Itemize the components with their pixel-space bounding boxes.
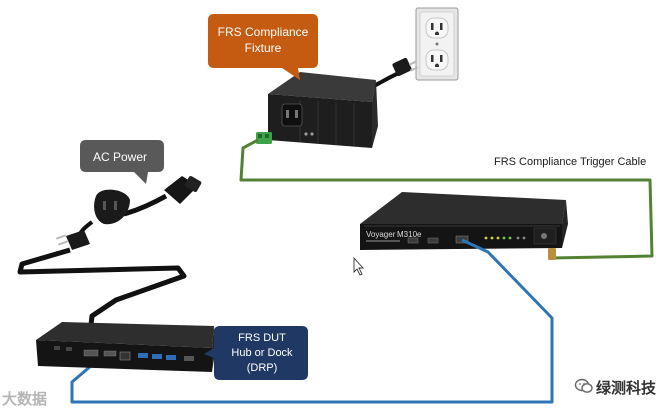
fixture-callout-line2: Fixture	[245, 41, 282, 55]
analyzer-brand-label: Voyager	[366, 230, 396, 239]
fixture-callout-line1: FRS Compliance	[218, 25, 309, 39]
frs-compliance-fixture	[256, 72, 378, 148]
watermark-left: 大数据	[2, 390, 48, 408]
analyzer-model-label: M310e	[397, 230, 422, 239]
ac-power-callout-text: AC Power	[93, 150, 147, 164]
dut-callout-line1: FRS DUT	[238, 332, 286, 344]
usb-cable	[70, 238, 554, 404]
trigger-cable	[239, 138, 654, 260]
dut-callout: FRS DUT Hub or Dock (DRP)	[204, 326, 308, 380]
fixture-callout: FRS Compliance Fixture	[208, 14, 318, 80]
trigger-cable-label: FRS Compliance Trigger Cable	[494, 156, 647, 168]
voyager-analyzer: Voyager M310e	[360, 192, 568, 260]
mouse-cursor-icon	[353, 256, 365, 276]
watermark-right: 绿测科技	[596, 379, 657, 397]
dut-callout-line2: Hub or Dock	[231, 347, 293, 359]
wechat-logo-icon	[574, 378, 593, 393]
ac-power-adapter	[17, 176, 202, 335]
dut-callout-line3: (DRP)	[247, 362, 278, 374]
frs-dut-dock	[36, 322, 216, 372]
wall-outlet-icon	[415, 7, 459, 81]
ac-power-callout: AC Power	[80, 140, 164, 184]
fixture-power-cord	[373, 57, 419, 88]
